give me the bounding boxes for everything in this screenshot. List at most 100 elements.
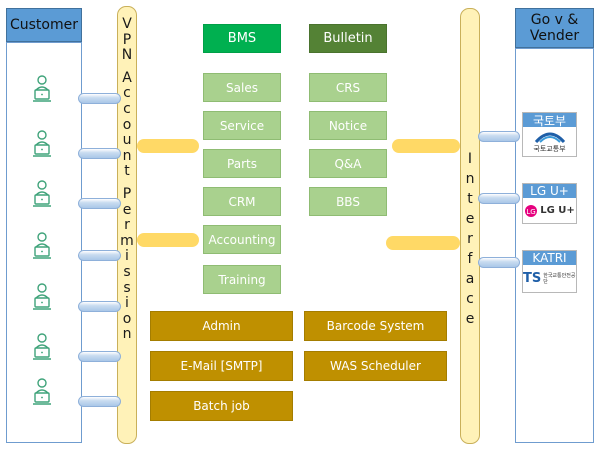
bms-item-service[interactable]: Service [203, 111, 281, 140]
bulletin-item-qa[interactable]: Q&A [309, 149, 387, 178]
partner-lguplus[interactable]: LG U+ LG LG U+ [522, 183, 577, 224]
system-item-label: Barcode System [326, 319, 425, 333]
vpn-bar-letter: P [122, 31, 132, 48]
interface-bar-letter: I [467, 151, 473, 167]
vpn-bar-letter: s [123, 263, 131, 280]
system-item-label: Admin [202, 319, 241, 333]
vpn-bar-letter: r [124, 217, 130, 234]
interface-bar-letter: c [466, 291, 474, 307]
user-computer-icon [31, 283, 53, 311]
vpn-bar-letter: o [122, 310, 132, 327]
bms-item-label: Service [219, 118, 265, 133]
partner-title: LG U+ [523, 184, 576, 198]
vpn-connector-top [137, 139, 199, 153]
customer-connector [78, 198, 121, 209]
customer-connector [78, 301, 121, 312]
vpn-bar-letter: A [122, 69, 132, 86]
vpn-bar-letter: o [122, 116, 132, 133]
customer-header: Customer [6, 8, 82, 42]
bulletin-header-label: Bulletin [323, 31, 373, 46]
system-item-label: Batch job [193, 399, 250, 413]
bms-item-crm[interactable]: CRM [203, 187, 281, 216]
ts-logo-mark: TS [523, 271, 542, 286]
partner-title: 국토부 [523, 113, 576, 128]
bms-header-label: BMS [227, 31, 257, 46]
vpn-bar-letter: u [122, 132, 132, 149]
vpn-bar-letter: N [121, 47, 133, 64]
bms-item-sales[interactable]: Sales [203, 73, 281, 102]
system-item-label: WAS Scheduler [330, 359, 421, 373]
gov-vender-panel [515, 48, 594, 443]
bulletin-item-label: BBS [336, 194, 360, 209]
partner-connector-2 [478, 193, 520, 204]
bulletin-item-notice[interactable]: Notice [309, 111, 387, 140]
user-computer-icon [31, 232, 53, 260]
bulletin-item-label: Notice [328, 118, 368, 133]
vpn-bar-letter: i [125, 248, 129, 265]
user-computer-icon [31, 75, 53, 103]
user-computer-icon [31, 130, 53, 158]
bms-item-label: Sales [226, 80, 258, 95]
partner-katri[interactable]: KATRI TS 한국교통안전공단 [522, 250, 577, 293]
customer-title: Customer [9, 17, 78, 33]
system-item-admin[interactable]: Admin [150, 311, 293, 341]
interface-bar-letter: r [467, 231, 473, 247]
katri-caption: 한국교통안전공단 [543, 272, 576, 285]
system-item-was-scheduler[interactable]: WAS Scheduler [304, 351, 447, 381]
customer-connector [78, 351, 121, 362]
customer-connector [78, 396, 121, 407]
vpn-bar-letter: i [125, 295, 129, 312]
lguplus-logo-icon: LG LG U+ [523, 198, 576, 223]
gov-vender-title-line2: Vender [529, 28, 580, 44]
vpn-bar-letter: c [123, 85, 131, 102]
gov-vender-header: Go v & Vender [515, 8, 594, 48]
molit-caption: 국토교통부 [533, 144, 566, 153]
bms-item-training[interactable]: Training [203, 265, 281, 294]
vpn-connector-bottom [137, 233, 199, 247]
bms-header[interactable]: BMS [203, 24, 281, 53]
user-computer-icon [31, 180, 53, 208]
system-item-label: E-Mail [SMTP] [180, 359, 263, 373]
partner-connector-3 [478, 257, 520, 268]
bulletin-item-crs[interactable]: CRS [309, 73, 387, 102]
customer-connector [78, 250, 121, 261]
bms-item-parts[interactable]: Parts [203, 149, 281, 178]
bulletin-header[interactable]: Bulletin [309, 24, 387, 53]
customer-connector [78, 148, 121, 159]
user-computer-icon [31, 378, 53, 406]
vpn-bar-letter: s [123, 279, 131, 296]
interface-bar-letter: e [465, 311, 475, 327]
system-item-batch-job[interactable]: Batch job [150, 391, 293, 421]
customer-connector [78, 93, 121, 104]
customer-panel [6, 42, 82, 443]
molit-logo-icon: 국토교통부 [523, 127, 576, 156]
interface-bar-letter: t [467, 191, 473, 207]
system-item-email[interactable]: E-Mail [SMTP] [150, 351, 293, 381]
bulletin-item-bbs[interactable]: BBS [309, 187, 387, 216]
vpn-bar-letter: n [122, 326, 132, 343]
partner-connector-1 [478, 131, 520, 142]
user-computer-icon [31, 333, 53, 361]
partner-molit[interactable]: 국토부 국토교통부 [522, 112, 577, 157]
system-item-barcode[interactable]: Barcode System [304, 311, 447, 341]
interface-bar-letter: a [465, 271, 475, 287]
bms-item-accounting[interactable]: Accounting [203, 225, 281, 254]
partner-title: KATRI [523, 251, 576, 265]
vpn-bar-letter: e [122, 201, 132, 218]
vpn-bar-letter: P [122, 185, 132, 202]
svg-text:LG: LG [527, 208, 536, 216]
ts-logo-icon: TS 한국교통안전공단 [523, 265, 576, 292]
vpn-bar-letter: m [120, 232, 134, 249]
interface-connector-top [392, 139, 460, 153]
interface-bar-letter: e [465, 211, 475, 227]
bms-item-label: Parts [227, 156, 257, 171]
bulletin-item-label: Q&A [334, 156, 362, 171]
vpn-bar-letter: n [122, 147, 132, 164]
bms-item-label: Accounting [208, 232, 276, 247]
lguplus-logo-circle: LG [525, 204, 538, 217]
bulletin-item-label: CRS [335, 80, 361, 95]
bms-item-label: Training [218, 272, 266, 287]
interface-bar-letter: f [467, 251, 473, 267]
